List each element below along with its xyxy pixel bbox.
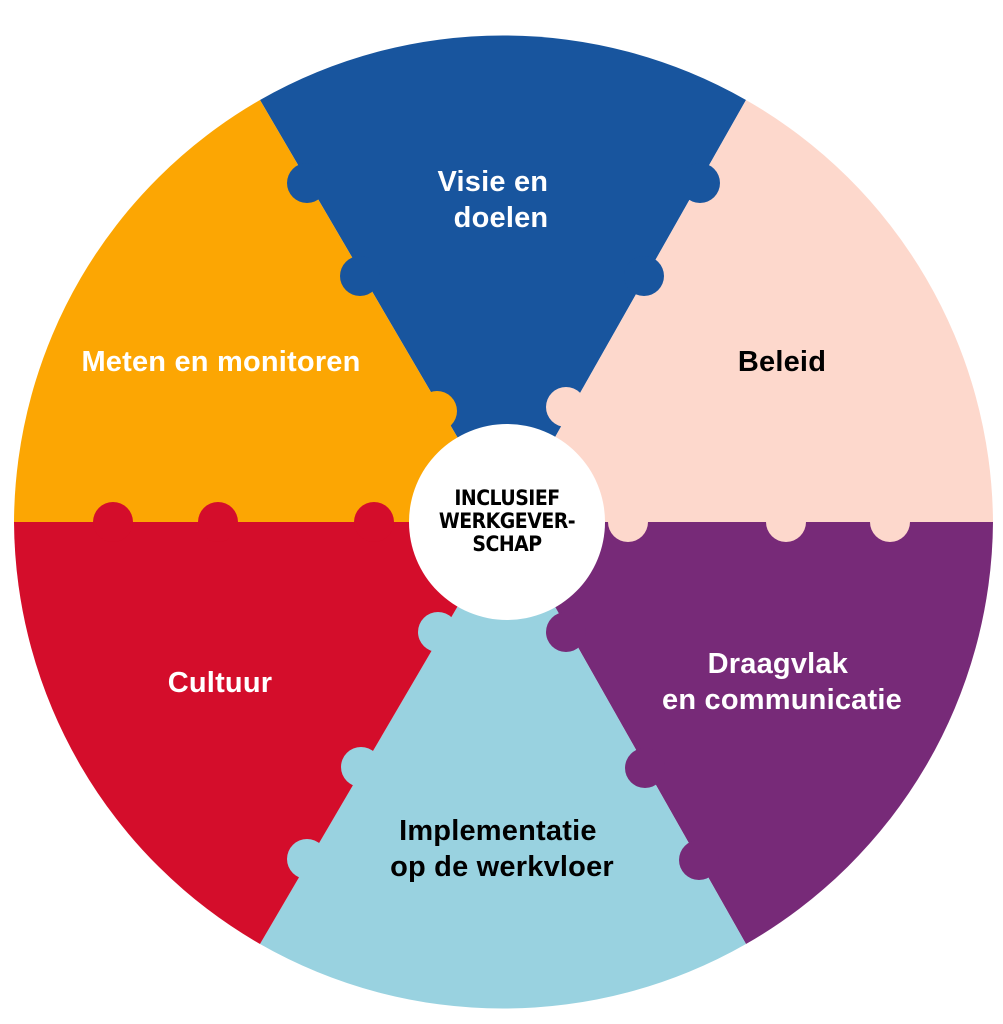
segment-label-line: Meten en monitoren	[81, 346, 360, 378]
puzzle-knob	[679, 840, 719, 880]
puzzle-knob	[417, 391, 457, 431]
puzzle-knob	[625, 748, 665, 788]
puzzle-knob	[354, 502, 394, 542]
segment-label-cultuur: Cultuur	[168, 667, 273, 699]
puzzle-knob	[418, 612, 458, 652]
puzzle-knob	[624, 256, 664, 296]
puzzle-knob	[680, 163, 720, 203]
puzzle-knob	[287, 839, 327, 879]
hub-label-line-2: WERKGEVER-	[439, 509, 575, 533]
hub-label-line-1: INCLUSIEF	[454, 486, 559, 510]
puzzle-knob	[546, 387, 586, 427]
puzzle-knob	[608, 502, 648, 542]
puzzle-knob	[340, 256, 380, 296]
segment-label-line: Beleid	[738, 346, 826, 378]
puzzle-knob	[766, 502, 806, 542]
segment-label-meten-en-monitoren: Meten en monitoren	[81, 346, 360, 378]
puzzle-knob	[198, 502, 238, 542]
puzzle-knob	[870, 502, 910, 542]
segment-label-line: en communicatie	[662, 684, 902, 716]
segment-label-line: op de werkvloer	[390, 851, 614, 883]
segment-label-line: doelen	[454, 202, 549, 234]
segment-label-line: Cultuur	[168, 667, 273, 699]
segment-label-line: Implementatie	[399, 815, 597, 847]
segment-label-line: Draagvlak	[708, 648, 849, 680]
puzzle-knob	[287, 163, 327, 203]
segment-label-line: Visie en	[438, 166, 549, 198]
hub-label-line-3: SCHAP	[472, 532, 542, 556]
segment-label-beleid: Beleid	[738, 346, 826, 378]
puzzle-knob	[341, 747, 381, 787]
puzzle-knob	[93, 502, 133, 542]
puzzle-knob	[546, 612, 586, 652]
